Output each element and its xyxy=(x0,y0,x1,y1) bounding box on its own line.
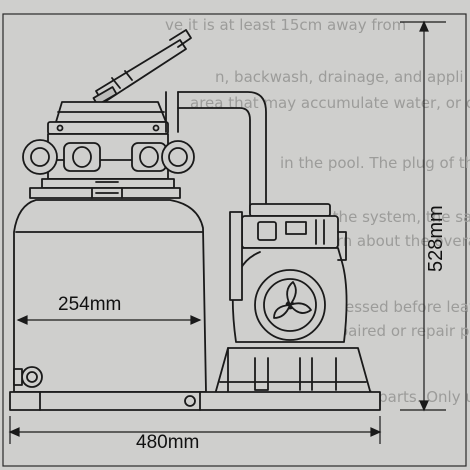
multiport-valve xyxy=(22,101,195,189)
bg-text-line: al parts. Only use original xyxy=(360,388,470,406)
tank-clamp xyxy=(29,181,181,199)
base-width-label: 480mm xyxy=(136,432,199,453)
bg-text-line: in the pool. The plug of the pu xyxy=(280,154,470,172)
height-label: 528mm xyxy=(425,205,447,272)
connecting-hose xyxy=(165,91,267,214)
height-dimension xyxy=(400,20,446,412)
tank-width-dimension xyxy=(16,315,202,325)
bg-text-line: ve it is at least 15cm away from xyxy=(165,16,406,34)
bg-text-line: essed before leaving the plant s xyxy=(345,298,470,316)
base-width-dimension xyxy=(8,416,382,444)
bg-text-line: n, backwash, drainage, and appli xyxy=(215,68,464,86)
frame-border xyxy=(2,13,467,467)
pump-unit xyxy=(213,203,373,399)
base-plate xyxy=(9,391,381,411)
tank-width-label: 254mm xyxy=(58,294,121,315)
bg-text-line: area that may accumulate water, or on a xyxy=(190,94,470,112)
valve-handle xyxy=(92,29,192,106)
